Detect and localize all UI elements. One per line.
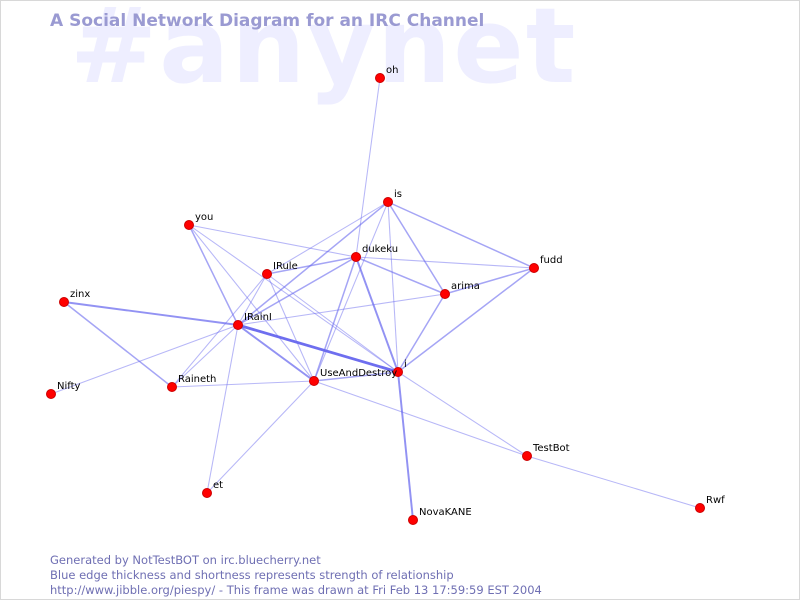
edge-i-NovaKANE — [397, 371, 414, 521]
edge-dukeku-UseAndDestroy — [313, 256, 357, 382]
node-label: dukeku — [362, 244, 398, 255]
footer: Generated by NotTestBOT on irc.bluecherr… — [50, 553, 542, 598]
diagram-title: A Social Network Diagram for an IRC Chan… — [50, 11, 485, 31]
node-Nifty: Nifty — [46, 381, 81, 399]
node-et: et — [202, 480, 223, 498]
edge-UseAndDestroy-i — [313, 371, 399, 382]
node-label: arima — [451, 281, 480, 292]
node-UseAndDestroy: UseAndDestroy — [309, 368, 397, 386]
edge-IRainI-Nifty — [50, 324, 239, 395]
edge-i-fudd — [397, 267, 535, 373]
node-dot — [46, 389, 56, 399]
edge-IRainI-et — [206, 324, 239, 494]
node-dot — [59, 297, 69, 307]
edge-IRainI-is — [237, 201, 389, 326]
edge-i-TestBot — [397, 371, 528, 457]
node-label: UseAndDestroy — [320, 368, 397, 379]
edge-you-UseAndDestroy — [188, 224, 315, 382]
node-label: NovaKANE — [419, 507, 472, 518]
edge-dukeku-fudd — [355, 256, 535, 269]
edge-is-IRule — [266, 201, 389, 275]
edge-is-i — [387, 201, 399, 373]
node-dot — [184, 220, 194, 230]
edge-IRainI-UseAndDestroy — [237, 324, 315, 382]
node-dot — [351, 252, 361, 262]
edge-UseAndDestroy-TestBot — [313, 380, 528, 457]
node-IRule: IRule — [262, 261, 298, 279]
node-label: Nifty — [57, 381, 81, 392]
node-NovaKANE: NovaKANE — [408, 507, 472, 525]
node-Rwf: Rwf — [695, 495, 725, 513]
footer-legend-line: Blue edge thickness and shortness repres… — [50, 568, 454, 582]
edge-IRainI-arima — [237, 293, 446, 326]
node-dot — [202, 488, 212, 498]
node-TestBot: TestBot — [522, 443, 570, 461]
edge-is-arima — [387, 201, 446, 295]
edge-is-fudd — [387, 201, 535, 269]
node-dot — [529, 263, 539, 273]
node-dot — [167, 382, 177, 392]
node-label: IRule — [273, 261, 298, 272]
node-dot — [375, 73, 385, 83]
node-Raineth: Raineth — [167, 374, 216, 392]
edge-zinx-IRainI — [63, 301, 239, 326]
edge-oh-dukeku — [355, 77, 381, 258]
node-label: you — [195, 212, 213, 223]
edge-i-arima — [397, 293, 446, 373]
channel-watermark: #anynet — [70, 0, 578, 107]
node-dot — [393, 367, 403, 377]
edge-UseAndDestroy-Raineth — [171, 380, 315, 388]
edge-dukeku-arima — [355, 256, 446, 295]
edge-dukeku-i — [355, 256, 399, 373]
node-label: et — [213, 480, 223, 491]
node-dukeku: dukeku — [351, 244, 398, 262]
node-label: TestBot — [532, 443, 570, 454]
edge-IRule-UseAndDestroy — [266, 273, 315, 382]
edge-you-i — [188, 224, 399, 373]
node-IRainI: IRainI — [233, 312, 272, 330]
edge-IRainI-dukeku — [237, 256, 357, 326]
node-label: Raineth — [178, 374, 216, 385]
edge-you-IRainI — [188, 224, 239, 326]
node-dot — [408, 515, 418, 525]
edge-IRainI-i — [237, 323, 399, 374]
node-oh: oh — [375, 65, 398, 83]
edge-IRainI-IRule — [237, 273, 268, 326]
edge-zinx-Raineth — [63, 301, 173, 388]
edge-is-UseAndDestroy — [313, 201, 389, 382]
node-is: is — [383, 189, 402, 207]
node-label: i — [404, 359, 407, 370]
node-label: zinx — [70, 289, 90, 300]
footer-url-line: http://www.jibble.org/piespy/ - This fra… — [50, 583, 542, 597]
node-dot — [262, 269, 272, 279]
node-label: Rwf — [706, 495, 725, 506]
edge-IRainI-Raineth — [171, 324, 239, 388]
edge-layer — [50, 77, 701, 521]
node-label: IRainI — [244, 312, 272, 323]
node-label: is — [394, 189, 402, 200]
node-dot — [233, 320, 243, 330]
node-dot — [695, 503, 705, 513]
node-fudd: fudd — [529, 255, 563, 273]
node-dot — [383, 197, 393, 207]
edge-you-dukeku — [188, 224, 357, 258]
edge-IRule-Raineth — [171, 273, 268, 388]
node-label: oh — [386, 65, 398, 76]
node-i: i — [393, 359, 407, 377]
edge-IRule-i — [266, 273, 399, 373]
node-you: you — [184, 212, 213, 230]
node-dot — [522, 451, 532, 461]
edge-UseAndDestroy-et — [206, 380, 315, 494]
edge-TestBot-Rwf — [526, 455, 701, 509]
node-dot — [309, 376, 319, 386]
node-dot — [440, 289, 450, 299]
footer-generator-line: Generated by NotTestBOT on irc.bluecherr… — [50, 553, 321, 567]
edge-arima-fudd — [444, 267, 535, 295]
node-arima: arima — [440, 281, 480, 299]
node-label: fudd — [540, 255, 563, 266]
node-zinx: zinx — [59, 289, 90, 307]
